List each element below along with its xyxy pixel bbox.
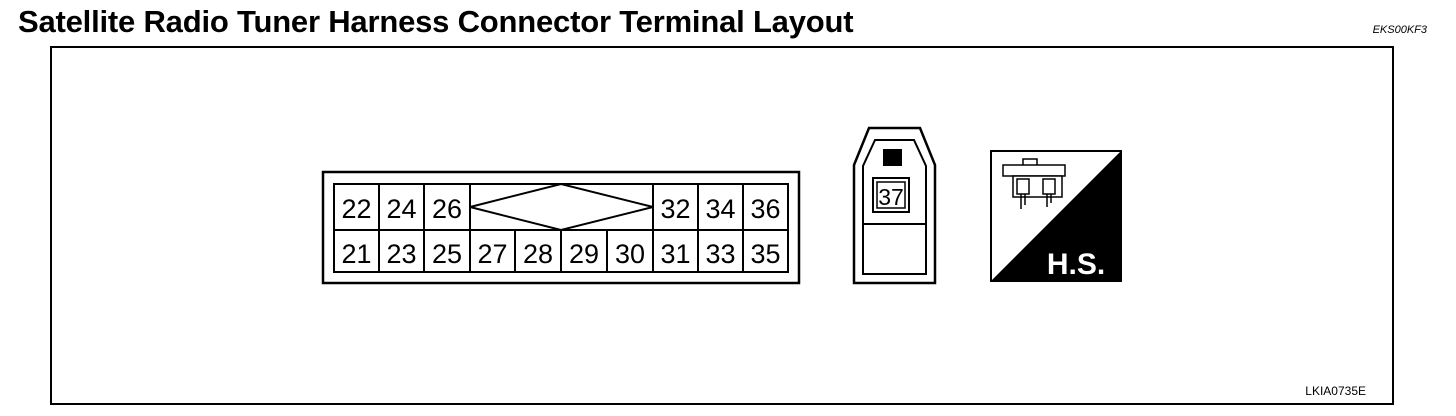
page-title: Satellite Radio Tuner Harness Connector … <box>18 4 854 39</box>
document-code: EKS00KF3 <box>1372 24 1427 36</box>
hs-label: H.S. <box>1047 248 1105 281</box>
antenna-connector: 37 <box>852 126 937 285</box>
pin-30: 30 <box>615 239 645 269</box>
pin-29: 29 <box>569 239 599 269</box>
pin-27: 27 <box>477 239 507 269</box>
pin-25: 25 <box>432 239 462 269</box>
harness-side-symbol: H.S. <box>990 150 1122 282</box>
pin-22: 22 <box>341 194 371 224</box>
pin-37: 37 <box>878 184 904 210</box>
figure-code: LKIA0735E <box>1305 384 1366 398</box>
figure-frame: LKIA0735E <box>50 46 1394 405</box>
lock-tab-icon <box>883 149 902 166</box>
pin-35: 35 <box>750 239 780 269</box>
lock-diamond <box>469 182 654 232</box>
pin-34: 34 <box>705 194 735 224</box>
pin-37-box <box>872 177 910 213</box>
pin-36: 36 <box>750 194 780 224</box>
pin-32: 32 <box>660 194 690 224</box>
pin-24: 24 <box>386 194 416 224</box>
pin-26: 26 <box>432 194 462 224</box>
pin-23: 23 <box>386 239 416 269</box>
connector-icon <box>1002 158 1066 209</box>
pin-28: 28 <box>523 239 553 269</box>
pin-21: 21 <box>341 239 371 269</box>
pin-31: 31 <box>660 239 690 269</box>
main-connector: 22 24 26 32 34 36 21 23 25 27 28 29 30 3… <box>321 170 801 285</box>
pin-33: 33 <box>705 239 735 269</box>
